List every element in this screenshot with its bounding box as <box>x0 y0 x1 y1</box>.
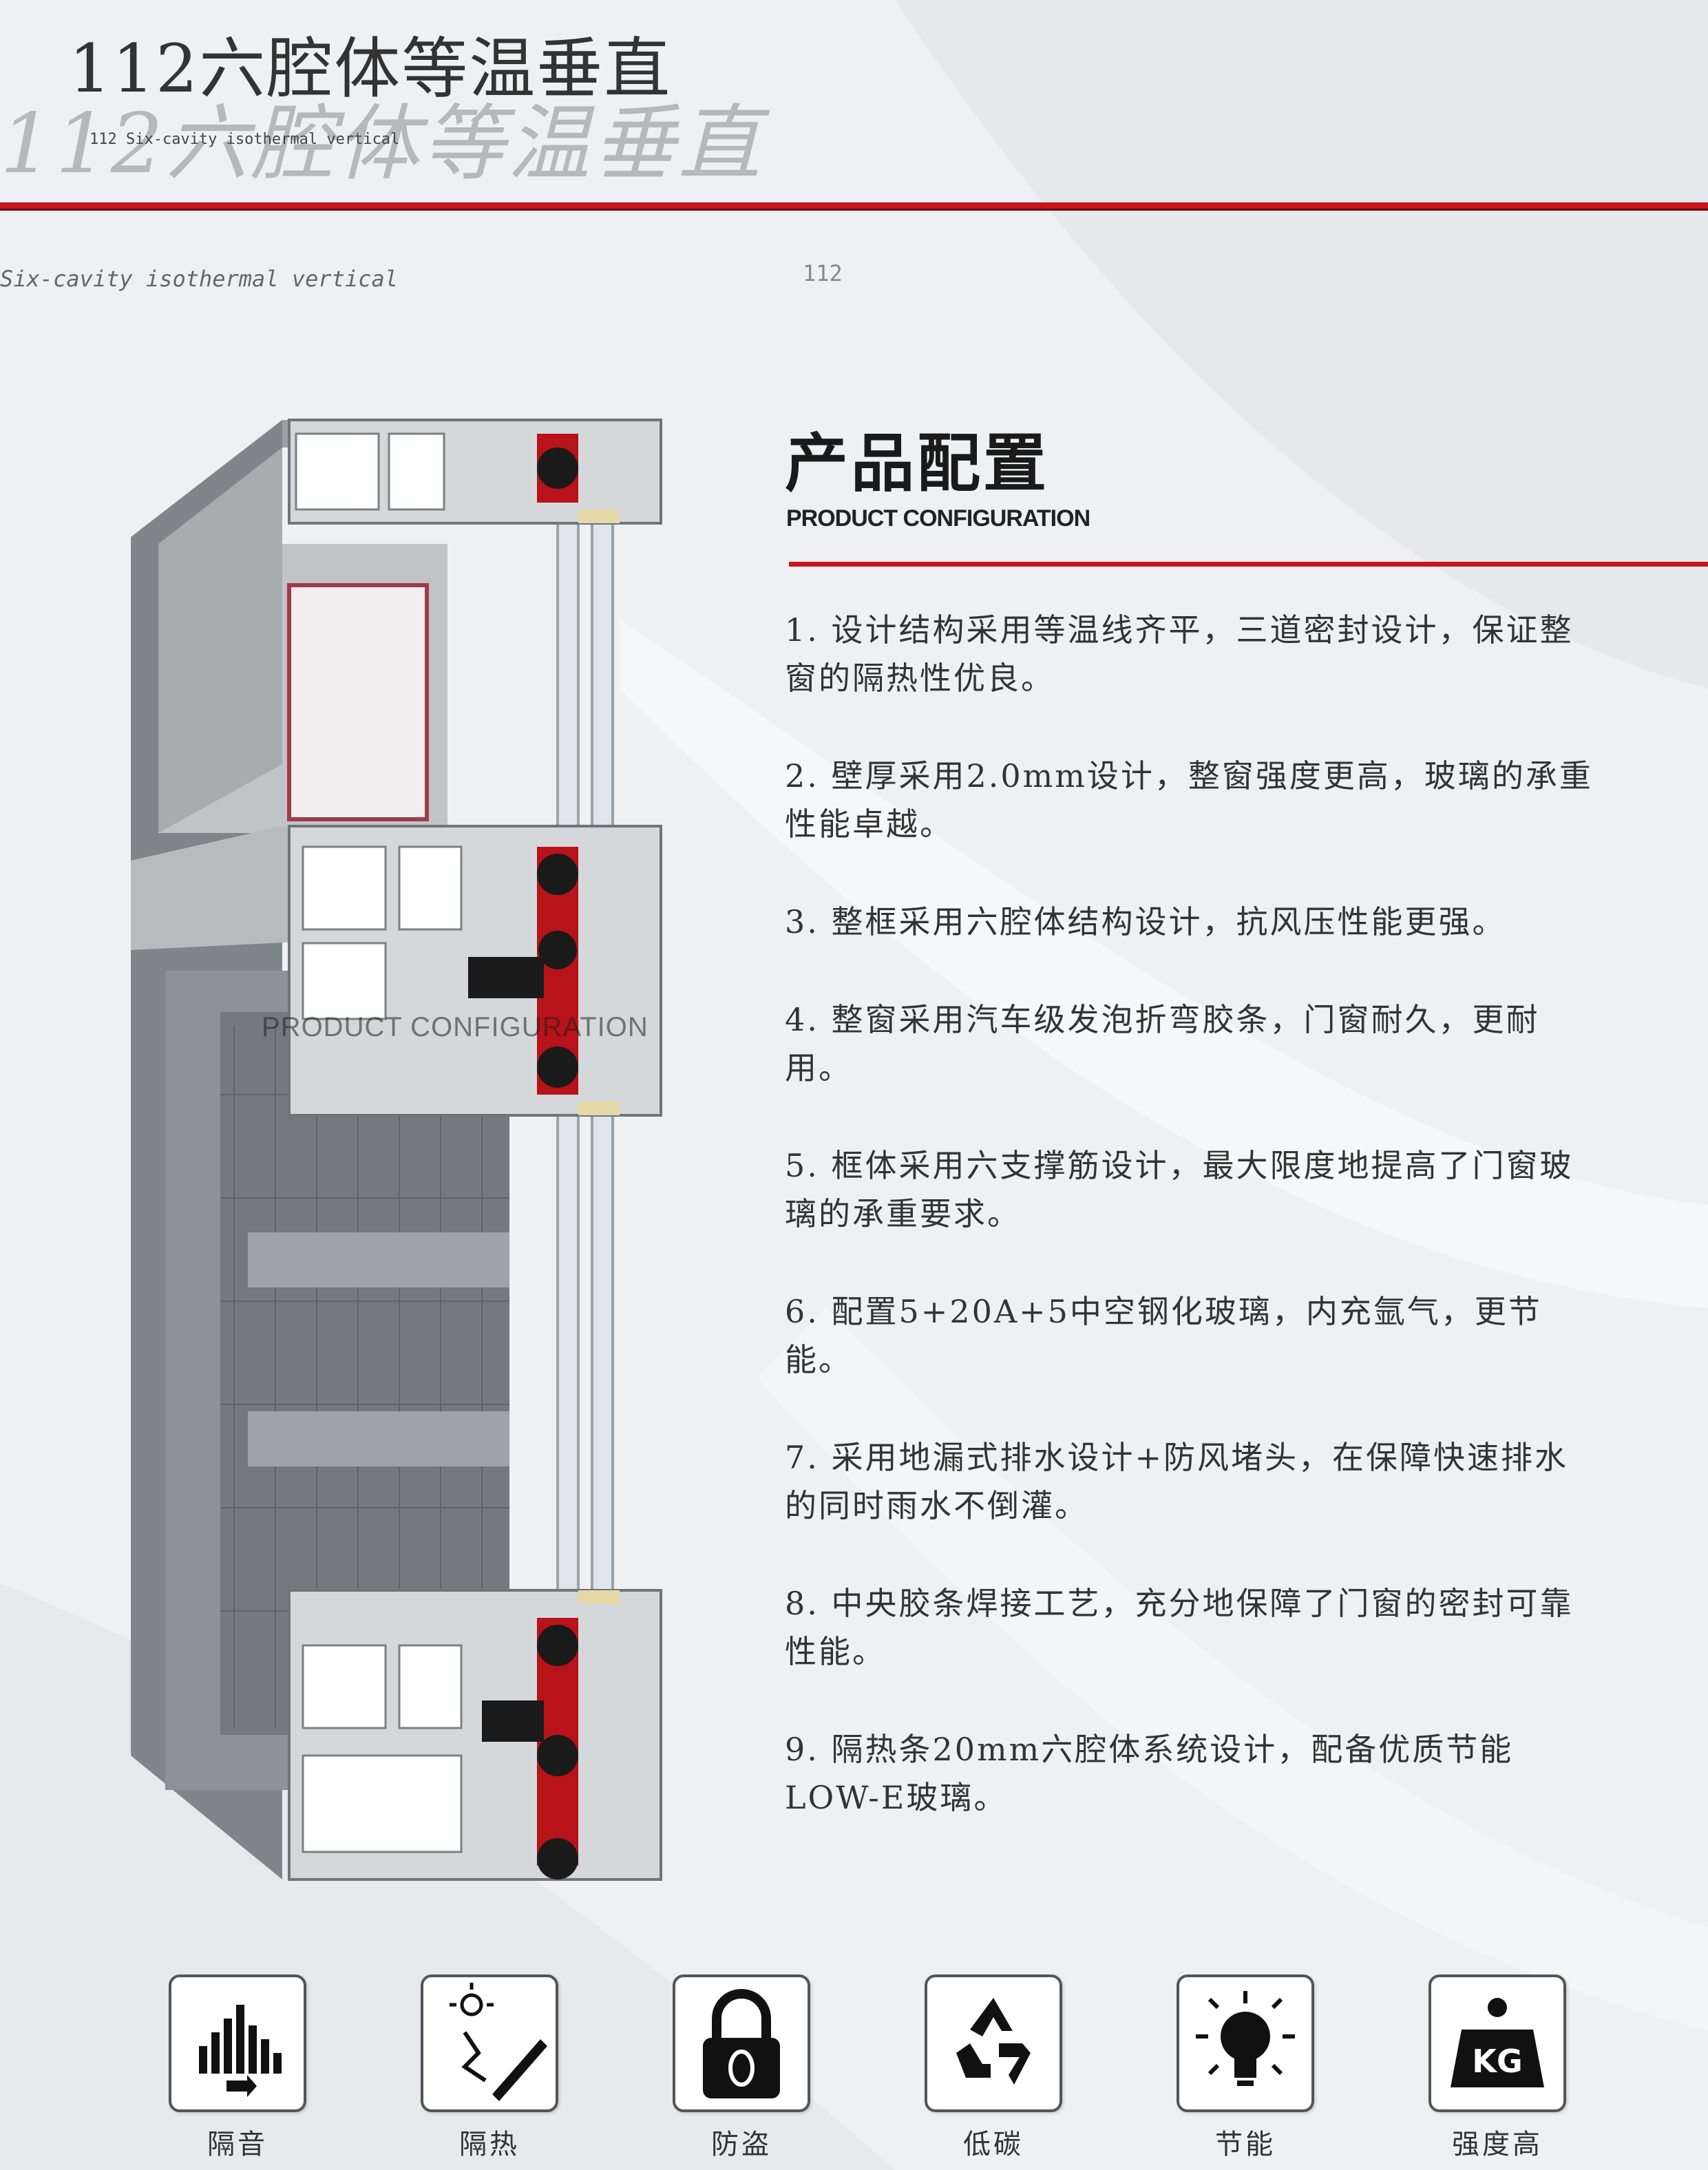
svg-text:KG: KG <box>1472 2043 1522 2080</box>
feature-icon-weight: KG 强度高 <box>1425 1974 1570 2162</box>
feature-icon-recycle: 低碳 <box>921 1974 1066 2162</box>
feature-item: 8. 中央胶条焊接工艺，充分地保障了门窗的密封可靠性能。 <box>785 1585 1574 1670</box>
header-red-rule <box>0 202 1708 209</box>
section-red-rule <box>789 562 1708 567</box>
feature-list: 1. 设计结构采用等温线齐平，三道密封设计，保证整窗的隔热性优良。 2. 壁厚采… <box>785 606 1597 1871</box>
feature-icon-lock: 防盗 <box>669 1974 814 2162</box>
page-title: 112六腔体等温垂直 <box>69 30 672 107</box>
icon-label: 隔音 <box>207 2129 268 2160</box>
feature-item: 3. 整框采用六腔体结构设计，抗风压性能更强。 <box>785 903 1506 940</box>
section-subtitle: PRODUCT CONFIGURATION <box>786 505 1090 531</box>
title-ghost: 112六腔体等温垂直 <box>0 96 764 192</box>
recycle-icon <box>925 1974 1062 2112</box>
feature-item: 6. 配置5+20A+5中空钢化玻璃，内充氩气，更节能。 <box>785 1293 1542 1378</box>
page-subtitle-small: 112 Six-cavity isothermal vertical <box>89 131 400 148</box>
feature-icon-sound: 隔音 <box>165 1974 310 2162</box>
sound-insulation-icon <box>169 1974 306 2112</box>
icon-label: 低碳 <box>963 2129 1024 2160</box>
padlock-icon <box>673 1974 810 2112</box>
icon-label: 节能 <box>1215 2129 1276 2160</box>
feature-icon-bulb: 节能 <box>1173 1974 1318 2162</box>
ghost-caption: PRODUCT CONFIGURATION <box>262 1012 649 1042</box>
heat-insulation-icon <box>421 1974 558 2112</box>
section-title: 产品配置 <box>785 427 1050 501</box>
icon-label: 隔热 <box>459 2129 520 2160</box>
lightbulb-icon <box>1177 1974 1314 2112</box>
feature-item: 2. 壁厚采用2.0mm设计，整窗强度更高，玻璃的承重性能卓越。 <box>785 757 1593 843</box>
header-dark-rule <box>0 209 1708 211</box>
window-profile-illustration <box>131 419 662 1881</box>
page-subtitle: Six-cavity isothermal vertical <box>0 266 398 292</box>
feature-item: 9. 隔热条20mm六腔体系统设计，配备优质节能LOW-E玻璃。 <box>785 1731 1514 1816</box>
feature-item: 7. 采用地漏式排水设计+防风堵头，在保障快速排水的同时雨水不倒灌。 <box>785 1439 1569 1524</box>
icon-label: 强度高 <box>1452 2129 1543 2160</box>
feature-item: 4. 整窗采用汽车级发泡折弯胶条，门窗耐久，更耐用。 <box>785 1001 1540 1086</box>
icon-label: 防盗 <box>711 2129 772 2160</box>
feature-item: 5. 框体采用六支撑筋设计，最大限度地提高了门窗玻璃的承重要求。 <box>785 1147 1574 1232</box>
feature-icons-row: 隔音 隔热 防盗 <box>165 1974 1583 2167</box>
weight-kg-icon: KG <box>1428 1974 1566 2112</box>
page-number-label: 112 <box>803 260 843 286</box>
feature-icon-heat: 隔热 <box>417 1974 562 2162</box>
feature-item: 1. 设计结构采用等温线齐平，三道密封设计，保证整窗的隔热性优良。 <box>785 611 1574 697</box>
